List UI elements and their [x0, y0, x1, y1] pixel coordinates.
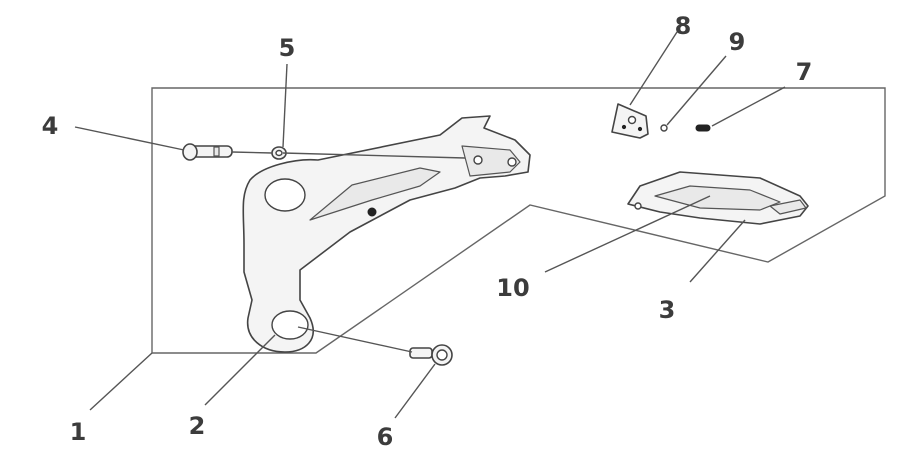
- leader-1: [89, 352, 153, 411]
- ring-part-9: [660, 124, 668, 132]
- leader-4: [74, 126, 185, 151]
- tab-hole-right: [507, 157, 517, 167]
- callout-3: 3: [659, 296, 676, 324]
- footrest-tread: [654, 185, 781, 211]
- leader-9: [666, 55, 727, 126]
- callout-5: 5: [279, 34, 296, 62]
- leader-5-to-bracket: [282, 152, 466, 159]
- callout-7: 7: [796, 58, 813, 86]
- leader-6b: [297, 326, 413, 353]
- leader-3: [689, 219, 746, 283]
- leader-2: [204, 334, 276, 406]
- bracket-web-recess: [309, 167, 441, 221]
- bolt-part-6: [409, 344, 453, 366]
- upper-bore-hole: [264, 178, 306, 212]
- callout-1: 1: [70, 418, 87, 446]
- callout-6: 6: [377, 423, 394, 451]
- footrest-hole: [634, 202, 642, 210]
- pin-part-4: [182, 143, 233, 161]
- bracket-tab: [461, 145, 521, 177]
- main-bracket-part-1: [242, 115, 531, 353]
- leader-10: [544, 195, 711, 273]
- footrest-end-cap: [769, 199, 807, 215]
- callout-2: 2: [189, 412, 206, 440]
- leader-4-to-5: [231, 151, 273, 154]
- callout-8: 8: [675, 12, 692, 40]
- assembly-frame-outline: [151, 87, 886, 354]
- callout-4: 4: [42, 112, 59, 140]
- lower-bore-hole: [271, 310, 309, 340]
- leader-8: [629, 31, 678, 106]
- plate-part-8: [611, 103, 649, 139]
- leader-5: [282, 63, 288, 148]
- pin-groove: [213, 146, 220, 157]
- tab-hole-left: [473, 155, 483, 165]
- footrest-part-3: [627, 171, 809, 225]
- callout-10: 10: [496, 274, 529, 302]
- leader-7: [711, 86, 786, 127]
- bolt-shank: [409, 347, 433, 359]
- leader-6a: [394, 363, 436, 419]
- callout-9: 9: [729, 28, 746, 56]
- spring-part-7: [695, 124, 711, 132]
- bracket-rivet: [367, 207, 377, 217]
- pin-head: [182, 143, 198, 161]
